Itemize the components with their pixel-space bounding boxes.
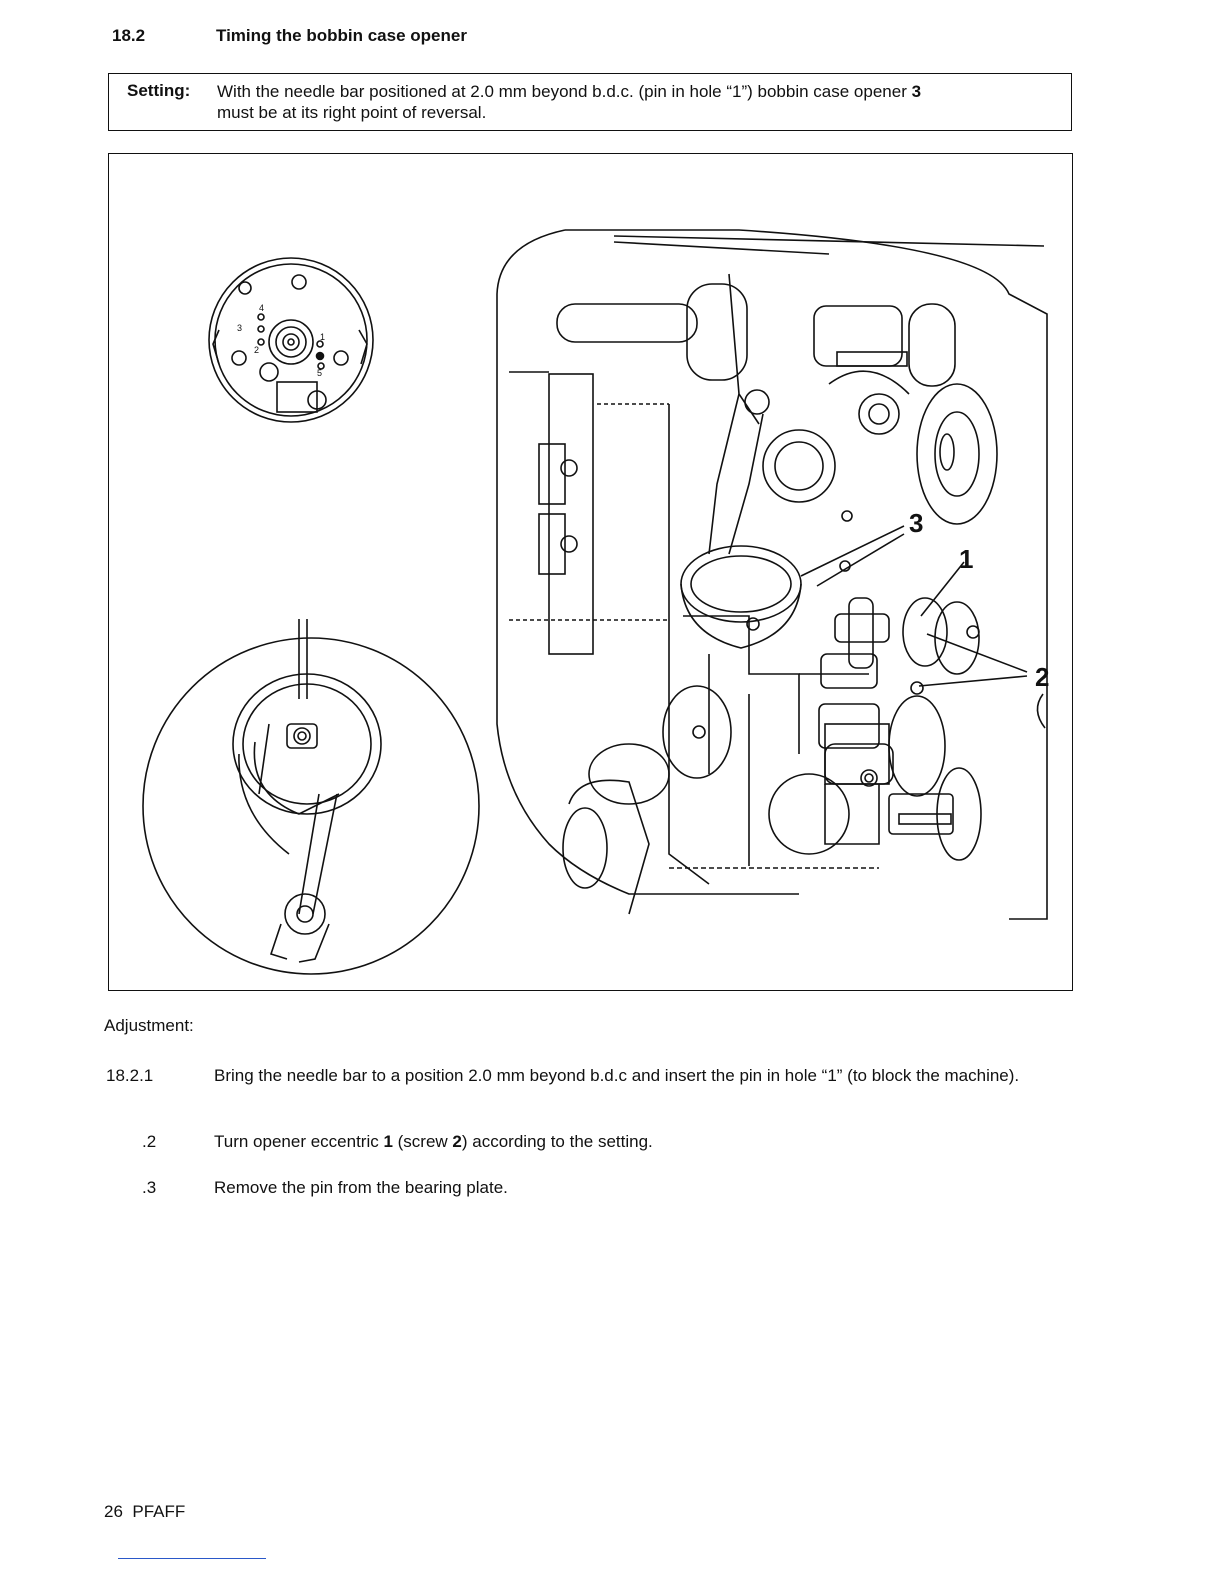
- step-number: .3: [142, 1178, 157, 1197]
- callout-2: 2: [1035, 662, 1049, 692]
- step-number: .2: [142, 1132, 157, 1151]
- adjustment-label: Adjustment:: [104, 1016, 194, 1035]
- machine-illustration: 3 1 2 4 3 1 2 5: [142, 229, 1049, 975]
- page-footer: 26 PFAFF: [104, 1502, 185, 1522]
- step-text: Bring the needle bar to a position 2.0 m…: [214, 1066, 1020, 1085]
- dial-number-2: 2: [254, 345, 259, 355]
- section-number: 18.2: [112, 26, 146, 45]
- callout-leaders: [800, 525, 1046, 729]
- step-18-2-1: 18.2.1 Bring the needle bar to a positio…: [106, 1065, 1096, 1111]
- step-text-part3: ) according to the setting.: [461, 1132, 653, 1151]
- setting-text-part1: With the needle bar positioned at 2.0 mm…: [217, 82, 912, 101]
- footer-rule: [118, 1558, 266, 1559]
- step-3: .3 Remove the pin from the bearing plate…: [106, 1177, 1096, 1201]
- page-number: 26: [104, 1502, 123, 1521]
- dial-number-5: 5: [317, 368, 322, 378]
- ref-screw-2: 2: [452, 1132, 462, 1151]
- callout-1: 1: [959, 544, 973, 574]
- step-text: Remove the pin from the bearing plate.: [214, 1178, 508, 1197]
- dial-number-3: 3: [237, 323, 242, 333]
- dial-number-1: 1: [320, 332, 325, 342]
- step-text: Turn opener eccentric 1 (screw 2) accord…: [214, 1131, 1084, 1152]
- section-title: Timing the bobbin case opener: [216, 26, 467, 45]
- step-number: 18.2.1: [106, 1066, 154, 1085]
- setting-ref-3: 3: [911, 82, 922, 101]
- setting-text-part2: must be at its right point of reversal.: [217, 103, 487, 122]
- dial-number-4: 4: [259, 303, 264, 313]
- figure-box: 3 1 2 4 3 1 2 5: [108, 153, 1073, 991]
- step-text-part1: Turn opener eccentric: [214, 1132, 384, 1151]
- setting-label: Setting:: [127, 81, 191, 100]
- machine-casting: [496, 229, 1048, 920]
- ref-eccentric-1: 1: [383, 1132, 393, 1151]
- section-heading: 18.2 Timing the bobbin case opener: [112, 26, 467, 46]
- dial-plate-inset: [208, 257, 374, 423]
- step-2: .2 Turn opener eccentric 1 (screw 2) acc…: [106, 1131, 1096, 1155]
- hook-detail-inset: [142, 619, 480, 975]
- step-text-part2: (screw: [392, 1132, 453, 1151]
- setting-text: With the needle bar positioned at 2.0 mm…: [217, 81, 1062, 123]
- brand-name: PFAFF: [132, 1502, 186, 1521]
- callout-3: 3: [909, 508, 923, 538]
- setting-box: Setting: With the needle bar positioned …: [108, 73, 1072, 131]
